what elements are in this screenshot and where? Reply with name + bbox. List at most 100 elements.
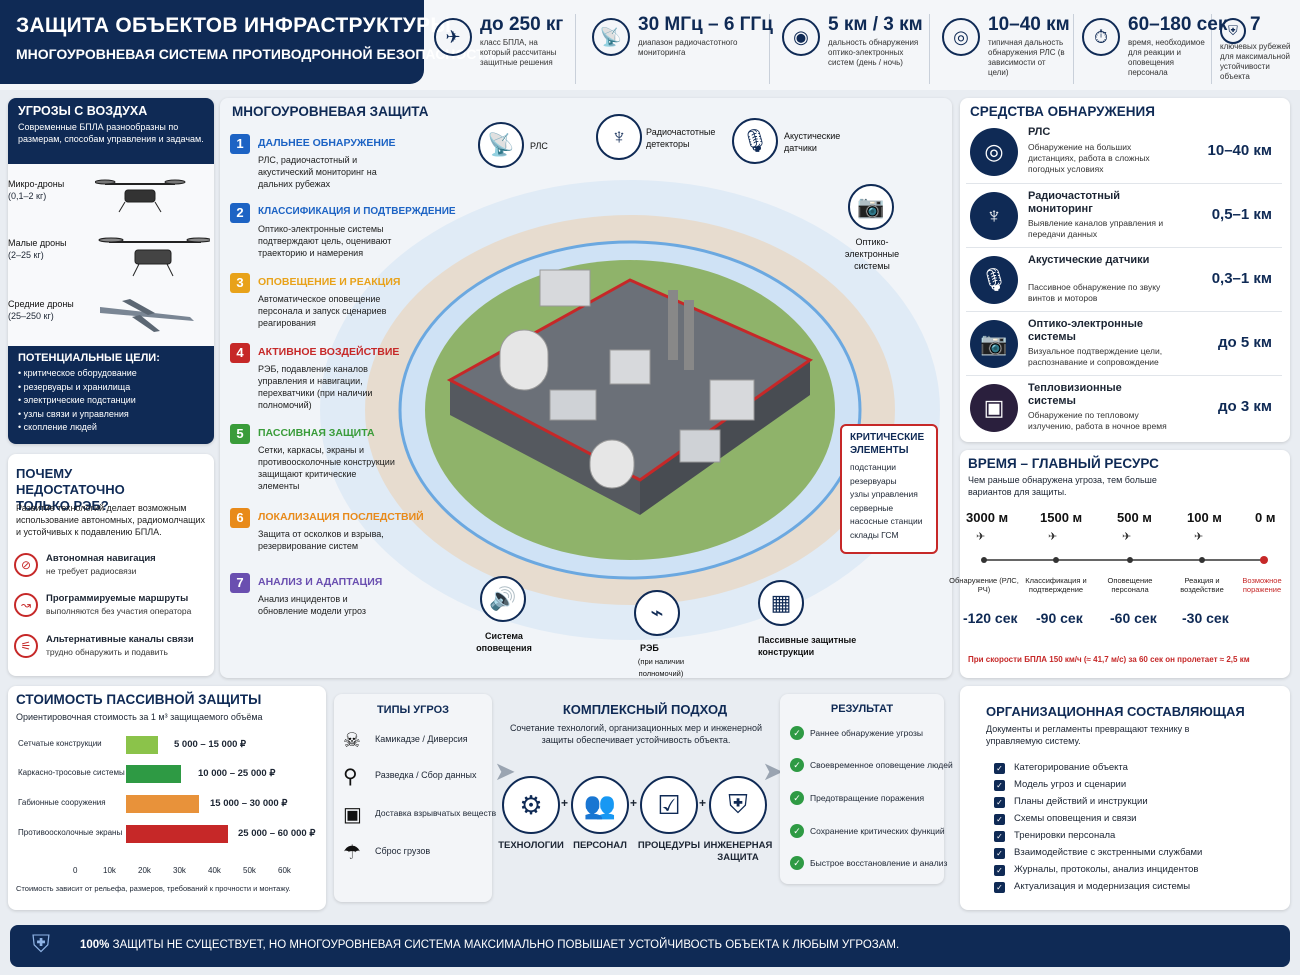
org-panel: [960, 686, 1290, 910]
timeline-graphic: ✈✈✈✈: [976, 531, 1268, 564]
checkbox-icon: ✓: [994, 763, 1005, 774]
footer-bold: 100%: [80, 939, 110, 951]
result-text: Быстрое восстановление и анализ: [810, 858, 948, 868]
stat-value: 10–40 км: [988, 14, 1070, 35]
checkbox-icon: ✓: [994, 780, 1005, 791]
result-text: Своевременное оповещение людей: [810, 760, 953, 770]
quadcopter-micro-icon: [95, 179, 186, 213]
axis-tick: 10k: [103, 866, 116, 875]
drone-small: Малые дроны (2–25 кг): [8, 237, 208, 261]
cost-bar: [126, 795, 199, 813]
stat-desc: диапазон радиочастотного мониторинга: [638, 38, 738, 57]
shield-icon: ⛨: [709, 776, 767, 834]
why-item-desc: выполняются без участия оператора: [46, 606, 192, 616]
complex-desc: Сочетание технологий, организационных ме…: [509, 723, 763, 745]
cost-axis: 0 10k 20k 30k 40k 50k 60k: [60, 866, 300, 876]
step-number: 1: [230, 134, 250, 154]
detection-title: СРЕДСТВА ОБНАРУЖЕНИЯ: [970, 104, 1155, 119]
axis-tick: 60k: [278, 866, 291, 875]
threats-title: УГРОЗЫ С ВОЗДУХА: [18, 104, 148, 118]
axis-tick: 50k: [243, 866, 256, 875]
critical-item: узлы управления: [850, 489, 918, 499]
sensor-label-reb: РЭБ: [640, 643, 659, 653]
sensor-label-passive: Пассивные защитные конструкции: [758, 635, 857, 657]
cost-category: Противоосколочные экраны: [18, 828, 123, 837]
why-item-desc: не требует радиосвязи: [46, 566, 137, 576]
org-text: Планы действий и инструкции: [1014, 796, 1148, 807]
stat-value: 5 км / 3 км: [828, 14, 923, 35]
stat-value: 7: [1250, 14, 1261, 35]
page-title: ЗАЩИТА ОБЪЕКТОВ ИНФРАСТРУКТУРЫ: [16, 14, 452, 37]
org-text: Взаимодействие с экстренными службами: [1014, 847, 1203, 858]
cost-bar: [126, 825, 228, 843]
drone-name: Микро-дроны: [8, 179, 65, 189]
camera-icon: 📷: [970, 320, 1018, 368]
timeline-label: Классификация и подтверждение: [1025, 576, 1087, 594]
org-text: Модель угроз и сценарии: [1014, 779, 1127, 790]
critical-item: подстанции: [850, 462, 896, 472]
why-item-title: Альтернативные каналы связи: [46, 634, 194, 645]
stat-desc: дальность обнаружения оптико-электронных…: [828, 38, 919, 67]
threat-type-label: Разведка / Сбор данных: [375, 770, 477, 780]
footer-message: ЗАЩИТЫ НЕ СУЩЕСТВУЕТ, НО МНОГОУРОВНЕВАЯ …: [112, 939, 900, 951]
stat-value: до 250 кг: [480, 14, 564, 35]
drone-name: Малые дроны: [8, 238, 67, 248]
step-desc: РЛС, радиочастотный и акустический монит…: [258, 155, 377, 189]
microphone-icon: 🎙: [970, 256, 1018, 304]
step-title: ПАССИВНАЯ ЗАЩИТА: [258, 427, 375, 439]
checkbox-icon: ✓: [994, 831, 1005, 842]
threat-types-title: ТИПЫ УГРОЗ: [376, 704, 450, 716]
people-icon: 👥: [571, 776, 629, 834]
sensor-label-reb-note: (при наличии полномочий): [637, 657, 685, 678]
page-subtitle: МНОГОУРОВНЕВАЯ СИСТЕМА ПРОТИВОДРОННОЙ БЕ…: [16, 46, 495, 62]
binoculars-icon: ⚲: [343, 766, 358, 788]
radio-tower-icon: ♆: [970, 192, 1018, 240]
time-panel: [960, 450, 1290, 678]
check-icon: ✓: [790, 856, 804, 870]
stat-desc: класс БПЛА, на который рассчитаны защитн…: [480, 38, 557, 67]
no-signal-icon: ⊘: [14, 553, 38, 577]
detection-item-title: Тепловизионные системы: [1028, 382, 1122, 407]
complex-label: ПРОЦЕДУРЫ: [637, 840, 701, 851]
axis-tick: 20k: [138, 866, 151, 875]
antenna-icon: ⚟: [14, 634, 38, 658]
cost-row: Противоосколочные экраны 25 000 – 60 000 …: [18, 825, 318, 843]
step-number: 7: [230, 573, 250, 593]
facility-illustration: [320, 180, 940, 640]
timeline-label: Реакция и воздействие: [1180, 576, 1224, 594]
step-number: 2: [230, 203, 250, 223]
critical-elements-box: КРИТИЧЕСКИЕ ЭЛЕМЕНТЫ подстанции резервуа…: [840, 424, 938, 554]
target-item: электрические подстанции: [18, 394, 204, 408]
detection-item-title: РЛС: [1028, 126, 1051, 138]
stat-value: 60–180 сек: [1128, 14, 1228, 35]
cost-title: СТОИМОСТЬ ПАССИВНОЙ ЗАЩИТЫ: [16, 692, 262, 707]
cost-price: 25 000 – 60 000 ₽: [238, 828, 316, 839]
route-icon: ↝: [14, 593, 38, 617]
drone-range: (2–25 кг): [8, 250, 44, 260]
drone-medium: Средние дроны(25–250 кг): [8, 298, 208, 322]
checkbox-icon: ✓: [994, 848, 1005, 859]
timeline-label: Возможное поражение: [1242, 576, 1282, 594]
step-number: 5: [230, 424, 250, 444]
complex-label: ПЕРСОНАЛ: [573, 840, 627, 851]
time-note: При скорости БПЛА 150 км/ч (≈ 41,7 м/с) …: [968, 655, 1250, 664]
why-panel: [8, 454, 214, 676]
drone-range: (0,1–2 кг): [8, 191, 47, 201]
radar-icon: 📡: [478, 122, 524, 168]
check-icon: ✓: [790, 726, 804, 740]
sensor-label-optic: Оптико-электронные системы: [844, 237, 900, 271]
why-title: ПОЧЕМУ НЕДОСТАТОЧНО ТОЛЬКО РЭБ?: [16, 466, 125, 513]
shield-icon: ⛨: [32, 931, 50, 958]
check-icon: ✓: [790, 791, 804, 805]
radar-icon: ◎: [970, 128, 1018, 176]
stat-desc: время, необходимое для реакции и оповеще…: [1128, 38, 1205, 77]
target-item: скопление людей: [18, 421, 204, 435]
arrow-right-icon: ➤: [762, 756, 784, 786]
layers-title: МНОГОУРОВНЕВАЯ ЗАЩИТА: [232, 104, 429, 119]
drone-illustrations: [95, 179, 210, 332]
